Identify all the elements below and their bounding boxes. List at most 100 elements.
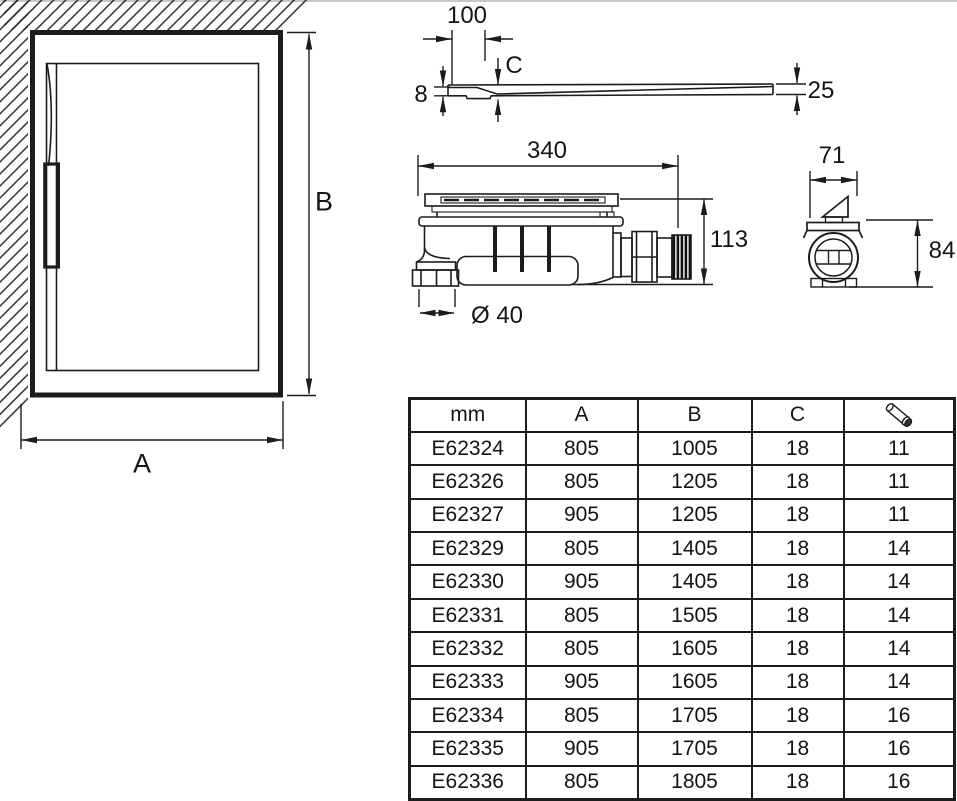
table-cell: 1205 xyxy=(636,497,753,534)
drain-outlet-vertical xyxy=(411,261,460,287)
clamp-wedge xyxy=(820,194,849,218)
page-top-border xyxy=(0,0,957,2)
table-cell: 905 xyxy=(524,564,639,600)
col-header-weight xyxy=(842,397,956,433)
wall-hatch-top xyxy=(4,0,313,30)
table-cell: 11 xyxy=(842,497,956,534)
table-cell: 1505 xyxy=(636,597,753,634)
tray-outer-edge xyxy=(30,30,283,398)
table-cell: 805 xyxy=(524,464,639,500)
table-cell: 16 xyxy=(842,698,956,734)
table-cell: 11 xyxy=(842,464,956,500)
dim-label-c: C xyxy=(505,52,523,79)
table-cell: E62326 xyxy=(408,464,527,500)
table-cell: E62334 xyxy=(408,698,527,734)
outlet-nut xyxy=(411,269,460,287)
table-cell: 1005 xyxy=(636,430,753,467)
table-cell: 18 xyxy=(750,564,845,600)
weight-roller-icon xyxy=(885,403,912,428)
tray-sloped-surface xyxy=(448,85,774,95)
col-header-c: C xyxy=(750,397,845,433)
table-cell: 1705 xyxy=(636,731,753,767)
table-cell: 1405 xyxy=(636,564,753,600)
col-header-mm: mm xyxy=(408,397,527,433)
table-cell: 1605 xyxy=(636,664,753,701)
table-cell: 905 xyxy=(524,731,639,767)
dim-label-b: B xyxy=(314,186,334,217)
table-cell: E62336 xyxy=(408,764,527,801)
pipe-foot xyxy=(810,277,858,288)
side-dim-graphics xyxy=(809,171,933,288)
table-cell: 18 xyxy=(750,631,845,667)
table-cell: E62332 xyxy=(408,631,527,667)
table-cell: E62333 xyxy=(408,664,527,701)
dim-label-340: 340 xyxy=(526,137,568,164)
drain-body-left xyxy=(416,226,426,263)
dim-label-diameter-40: Ø 40 xyxy=(470,302,524,329)
table-cell: 14 xyxy=(842,664,956,701)
drain-section-view xyxy=(411,155,713,317)
table-cell: E62327 xyxy=(408,497,527,534)
table-cell: E62324 xyxy=(408,430,527,467)
table-cell: 16 xyxy=(842,731,956,767)
table-cell: 805 xyxy=(524,764,639,801)
table-cell: E62329 xyxy=(408,531,527,567)
dim-label-113: 113 xyxy=(709,226,749,253)
tray-inner-surface xyxy=(45,62,260,372)
threaded-end xyxy=(671,234,692,280)
drain-dim-graphics xyxy=(417,155,713,317)
table-cell: 805 xyxy=(524,531,639,567)
table-cell: 18 xyxy=(750,664,845,701)
table-cell: 805 xyxy=(524,597,639,634)
drain-sump xyxy=(456,255,579,286)
table-cell: 14 xyxy=(842,531,956,567)
wall-hatch-left xyxy=(0,0,28,429)
dim-label-25: 25 xyxy=(807,77,835,104)
drain-outlet-horizontal xyxy=(612,230,692,283)
drain-collar xyxy=(418,216,624,227)
table-cell: 805 xyxy=(524,430,639,467)
drain-ribs xyxy=(493,226,551,272)
table-cell: 1705 xyxy=(636,698,753,734)
table-cell: 1805 xyxy=(636,764,753,801)
dim-a-graphics xyxy=(20,401,284,449)
table-cell: 1205 xyxy=(636,464,753,500)
table-cell: 11 xyxy=(842,430,956,467)
tray-rim-line xyxy=(447,83,774,86)
mount-bracket xyxy=(806,221,860,232)
table-cell: 805 xyxy=(524,631,639,667)
table-cell: 16 xyxy=(842,764,956,801)
dim-label-71: 71 xyxy=(818,142,846,169)
table-cell: 18 xyxy=(750,464,845,500)
table-cell: 18 xyxy=(750,430,845,467)
table-cell: 18 xyxy=(750,497,845,534)
table-cell: 1605 xyxy=(636,631,753,667)
tray-bottom-line xyxy=(448,93,774,100)
profile-view xyxy=(423,30,806,122)
dim-label-a: A xyxy=(132,448,152,479)
table-cell: 14 xyxy=(842,597,956,634)
table-cell: 905 xyxy=(524,664,639,701)
table-cell: 14 xyxy=(842,631,956,667)
table-cell: E62331 xyxy=(408,597,527,634)
drain-side-view xyxy=(802,171,933,288)
profile-dim-graphics xyxy=(423,30,806,122)
col-header-b: B xyxy=(636,397,753,433)
table-cell: E62335 xyxy=(408,731,527,767)
table-cell: 18 xyxy=(750,731,845,767)
tray-slope-curve xyxy=(46,63,53,167)
table-cell: 805 xyxy=(524,698,639,734)
pipe-outer-circle xyxy=(808,232,859,283)
